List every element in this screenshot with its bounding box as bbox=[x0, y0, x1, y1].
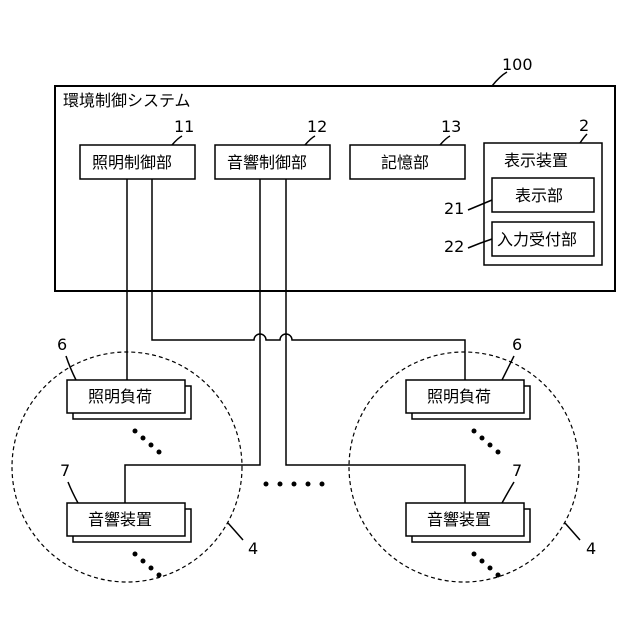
left-lighting-load-label: 照明負荷 bbox=[88, 387, 152, 406]
left-lighting-load-ref: 6 bbox=[57, 335, 67, 354]
right-group-leader bbox=[565, 523, 580, 540]
sound-control-label: 音響制御部 bbox=[227, 153, 307, 172]
display-device-label: 表示装置 bbox=[504, 151, 568, 170]
storage-label: 記憶部 bbox=[381, 153, 429, 172]
lighting-control-label: 照明制御部 bbox=[92, 153, 172, 172]
display-unit-label: 表示部 bbox=[515, 186, 563, 205]
right-lighting-load-ref: 6 bbox=[512, 335, 522, 354]
right-sound-device-label: 音響装置 bbox=[427, 510, 491, 529]
lighting-control-ref: 11 bbox=[174, 117, 194, 136]
left-sound-device-ref: 7 bbox=[60, 461, 70, 480]
system-ref-leader bbox=[492, 72, 507, 86]
system-ref: 100 bbox=[502, 55, 533, 74]
storage-ref: 13 bbox=[441, 117, 461, 136]
input-unit-label: 入力受付部 bbox=[497, 230, 577, 249]
left-sound-more-dots bbox=[133, 552, 162, 578]
display-device-ref: 2 bbox=[579, 116, 589, 135]
right-sound-device-ref: 7 bbox=[512, 461, 522, 480]
left-sound-device-label: 音響装置 bbox=[88, 510, 152, 529]
right-lighting-more-dots bbox=[472, 429, 501, 455]
input-unit-ref: 22 bbox=[444, 237, 464, 256]
left-sound-device-leader bbox=[68, 482, 78, 503]
right-lighting-load-label: 照明負荷 bbox=[427, 387, 491, 406]
display-unit-ref: 21 bbox=[444, 199, 464, 218]
right-sound-more-dots bbox=[472, 552, 501, 578]
right-group-ref: 4 bbox=[586, 539, 596, 558]
more-groups-dots bbox=[264, 482, 325, 487]
left-group-leader bbox=[228, 523, 243, 540]
right-sound-device-leader bbox=[502, 482, 514, 503]
left-group-ref: 4 bbox=[248, 539, 258, 558]
system-title: 環境制御システム bbox=[63, 91, 191, 110]
sound-control-ref: 12 bbox=[307, 117, 327, 136]
left-lighting-more-dots bbox=[133, 429, 162, 455]
